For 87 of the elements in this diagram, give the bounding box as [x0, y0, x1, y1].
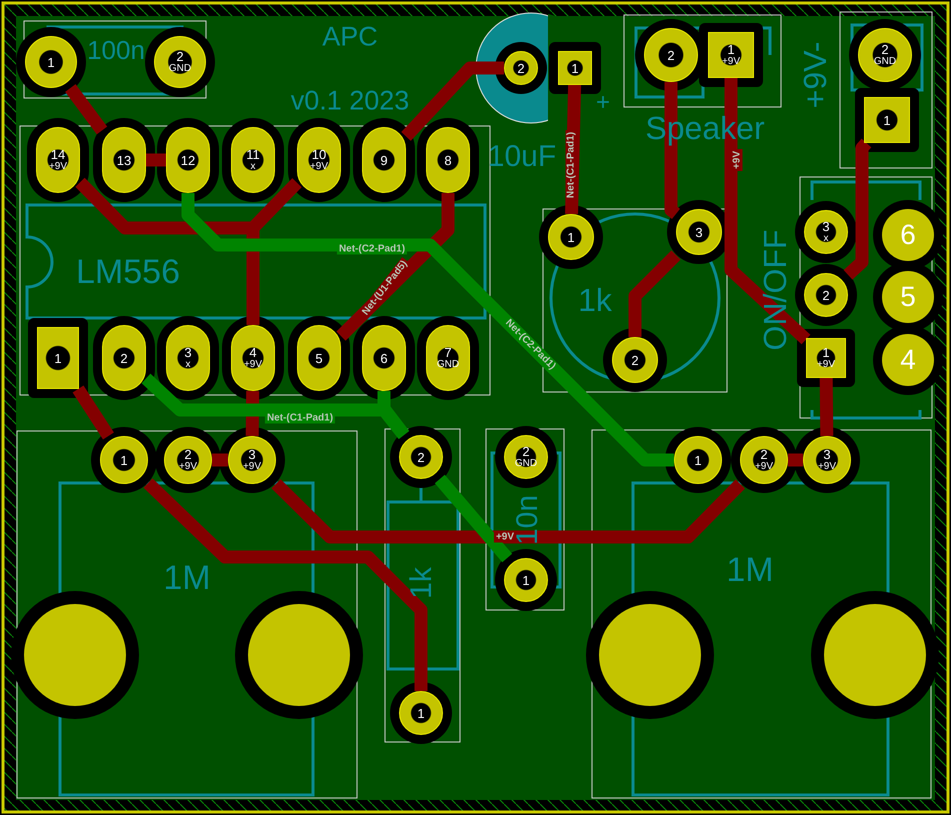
pad-number: 2 [822, 288, 830, 302]
pad-number: 8 [444, 154, 452, 166]
pad-number: 9 [380, 154, 388, 166]
circuit-trace [65, 84, 108, 134]
pad-number: 3 [184, 346, 192, 359]
solder-pad [558, 51, 592, 85]
pad-net-label: +9V [48, 162, 68, 172]
pad-number: 12 [180, 154, 196, 166]
pad-number: 10 [312, 148, 326, 161]
pad-number: 4 [249, 346, 257, 359]
pad-number: 1 [417, 706, 425, 720]
solder-pad [708, 32, 754, 78]
pad-number: 1 [571, 62, 579, 74]
pad-number: 1 [47, 56, 55, 68]
pad-number: 2 [760, 448, 768, 461]
pad-number: 2 [881, 43, 889, 56]
solder-pad [37, 327, 79, 389]
circuit-trace [212, 454, 228, 466]
pad-number: 3 [822, 220, 830, 233]
pad-number: 1 [883, 114, 891, 126]
silkscreen-label: 1M [726, 553, 774, 587]
pad-net-label: +9V [178, 462, 198, 472]
pad-net-label: x [186, 360, 190, 370]
silkscreen-label: 1k [578, 284, 612, 316]
pad-number: 11 [246, 148, 260, 161]
pad-net-label: x [824, 234, 828, 244]
pad-net-label: GND [168, 64, 192, 74]
pad-net-label: +9V [244, 360, 262, 370]
pad-number: 4 [900, 346, 916, 374]
silkscreen-label: + [596, 91, 610, 115]
silkscreen-label: 100n [87, 37, 145, 63]
pad-number: 6 [380, 352, 388, 364]
circuit-trace [434, 474, 512, 562]
pad-net-label: x [250, 162, 256, 172]
circuit-trace [142, 374, 410, 439]
pad-number: 2 [667, 48, 675, 62]
pad-number: 13 [116, 154, 132, 166]
pad-number: 2 [631, 354, 639, 366]
circuit-trace [844, 138, 872, 280]
pad-number: 2 [417, 450, 425, 464]
pad-number: 1 [54, 352, 62, 364]
pad-number: 3 [695, 226, 703, 238]
silkscreen-label: v0.1 2023 [290, 88, 410, 114]
pad-number: 5 [315, 352, 323, 364]
silkscreen-label: +9V- [799, 42, 831, 108]
solder-pad [806, 338, 846, 378]
pad-number: 3 [823, 448, 831, 461]
silkscreen-label: APC [322, 24, 378, 50]
pad-number: 2 [517, 62, 525, 74]
silkscreen-label: 1k [407, 567, 437, 599]
pad-net-label: +9V [722, 57, 740, 67]
silkscreen-label: LM556 [76, 255, 180, 289]
pad-net-label: +9V [310, 162, 328, 172]
pad-number: 1 [120, 454, 128, 466]
circuit-trace [271, 479, 745, 544]
circuit-trace [144, 478, 428, 691]
pad-number: 2 [184, 448, 192, 461]
pad-number: 3 [248, 448, 256, 461]
pad-number: 2 [120, 352, 128, 364]
pad-number: 1 [522, 574, 530, 586]
pad-number: 1 [694, 454, 702, 466]
pad-number: 2 [176, 50, 184, 63]
circuit-trace [788, 454, 803, 466]
edge-label: +9V [494, 532, 516, 542]
pad-number: 5 [900, 283, 916, 311]
pad-number: 1 [822, 346, 830, 359]
pad-number: 14 [50, 148, 66, 161]
edge-label: Net-(C1-Pad1) [264, 412, 336, 424]
edge-label: +9V [732, 148, 742, 172]
pad-number: 1 [567, 230, 575, 244]
solder-pad [864, 97, 910, 143]
pad-net-label: +9V [818, 462, 836, 472]
pad-net-label: +9V [754, 462, 774, 472]
edge-label: Net-(C2-Pad1) [336, 244, 408, 254]
pad-number: 6 [900, 221, 916, 249]
pad-net-label: +9V [242, 462, 262, 472]
silkscreen-label: 1M [163, 561, 211, 595]
edge-label: Net-(C1-Pad1) [566, 130, 576, 200]
pad-number: 7 [444, 346, 452, 359]
silkscreen-label: ON/OFF [759, 230, 791, 350]
pad-number: 1 [727, 43, 735, 56]
circuit-trace [664, 82, 680, 220]
circuit-trace [182, 193, 674, 466]
pad-number: 2 [522, 445, 530, 458]
pad-net-label: GND [874, 57, 896, 67]
circuit-trace [146, 154, 166, 166]
circuit-trace [401, 62, 504, 141]
